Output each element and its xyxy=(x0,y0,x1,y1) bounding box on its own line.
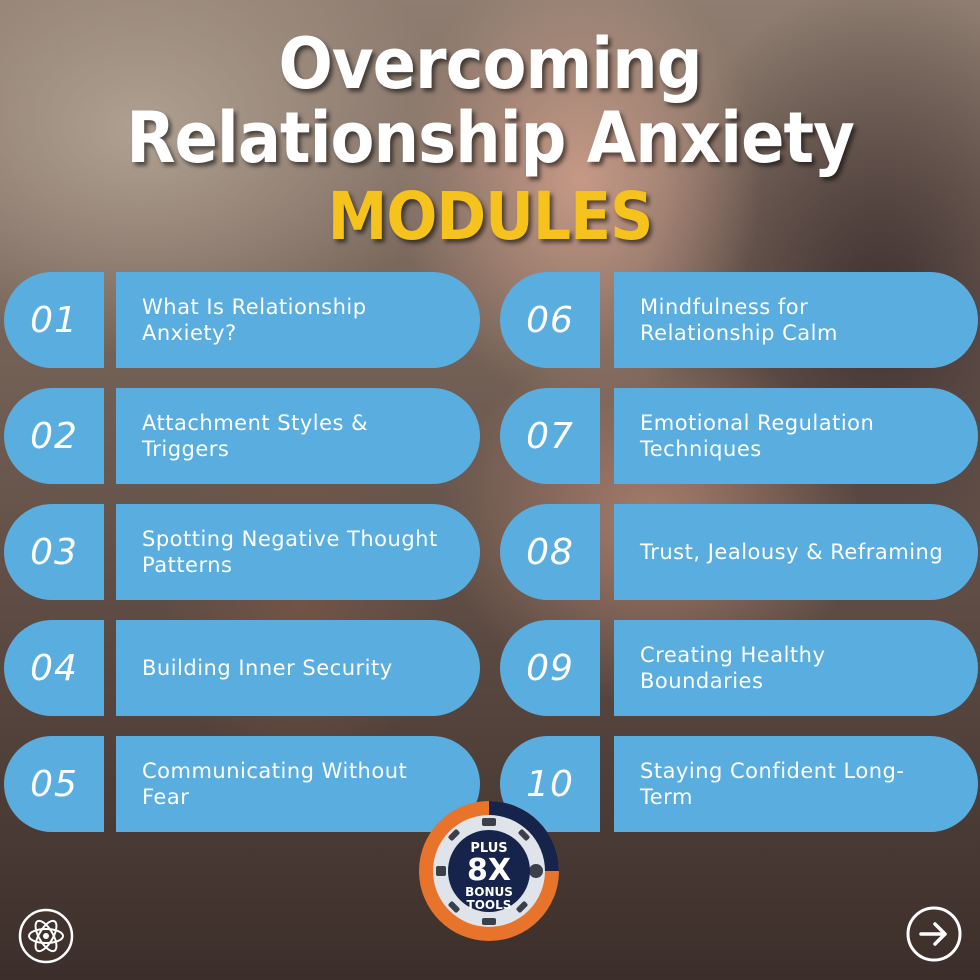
module-number-02: 02 xyxy=(4,388,104,484)
wrench-icon xyxy=(482,818,496,826)
module-item-03[interactable]: Spotting Negative Thought Patterns xyxy=(116,504,480,600)
module-item-08[interactable]: Trust, Jealousy & Reframing xyxy=(614,504,978,600)
badge-bonus-text: BONUS xyxy=(465,885,513,899)
module-item-05[interactable]: Communicating Without Fear xyxy=(116,736,480,832)
module-label: Creating Healthy Boundaries xyxy=(640,643,826,693)
title-modules: MODULES xyxy=(327,178,654,256)
module-label: Communicating Without Fear xyxy=(142,759,408,809)
module-label: Emotional Regulation Techniques xyxy=(640,411,875,461)
module-number-05: 05 xyxy=(4,736,104,832)
badge-tools-text: TOOLS xyxy=(467,898,512,912)
module-label: Attachment Styles & Triggers xyxy=(142,411,369,461)
drill-icon xyxy=(436,866,446,876)
screwdriver-icon xyxy=(518,829,530,841)
arrow-right-circle-icon[interactable] xyxy=(906,906,962,962)
trowel-icon xyxy=(448,829,460,841)
module-item-09[interactable]: Creating Healthy Boundaries xyxy=(614,620,978,716)
module-item-10[interactable]: Staying Confident Long-Term xyxy=(614,736,978,832)
module-number-08: 08 xyxy=(500,504,600,600)
badge-plus-text: PLUS xyxy=(470,841,507,856)
module-number-06: 06 xyxy=(500,272,600,368)
module-label: Building Inner Security xyxy=(142,656,393,680)
saw-blade-icon xyxy=(529,864,543,878)
module-number-04: 04 xyxy=(4,620,104,716)
module-item-01[interactable]: What Is Relationship Anxiety? xyxy=(116,272,480,368)
module-label: Trust, Jealousy & Reframing xyxy=(640,540,944,564)
module-item-02[interactable]: Attachment Styles & Triggers xyxy=(116,388,480,484)
module-label: Staying Confident Long-Term xyxy=(640,759,905,809)
module-label: Mindfulness for Relationship Calm xyxy=(640,295,838,345)
module-number-03: 03 xyxy=(4,504,104,600)
atom-icon xyxy=(18,908,74,964)
module-label: What Is Relationship Anxiety? xyxy=(142,295,367,345)
bonus-tools-badge[interactable]: PLUS 8X BONUS TOOLS xyxy=(418,800,560,942)
title-line-2: Relationship Anxiety xyxy=(126,98,855,180)
module-item-06[interactable]: Mindfulness for Relationship Calm xyxy=(614,272,978,368)
module-item-04[interactable]: Building Inner Security xyxy=(116,620,480,716)
badge-8x-text: 8X xyxy=(467,853,511,888)
module-item-07[interactable]: Emotional Regulation Techniques xyxy=(614,388,978,484)
module-label: Spotting Negative Thought Patterns xyxy=(142,527,438,577)
title-line-1: Overcoming xyxy=(278,24,703,106)
pliers-icon xyxy=(516,901,528,913)
module-number-09: 09 xyxy=(500,620,600,716)
spanner-icon xyxy=(448,901,460,913)
badge-center xyxy=(448,830,530,912)
hammer-icon xyxy=(482,918,496,925)
module-number-01: 01 xyxy=(4,272,104,368)
tool-icons xyxy=(436,818,543,925)
module-number-07: 07 xyxy=(500,388,600,484)
